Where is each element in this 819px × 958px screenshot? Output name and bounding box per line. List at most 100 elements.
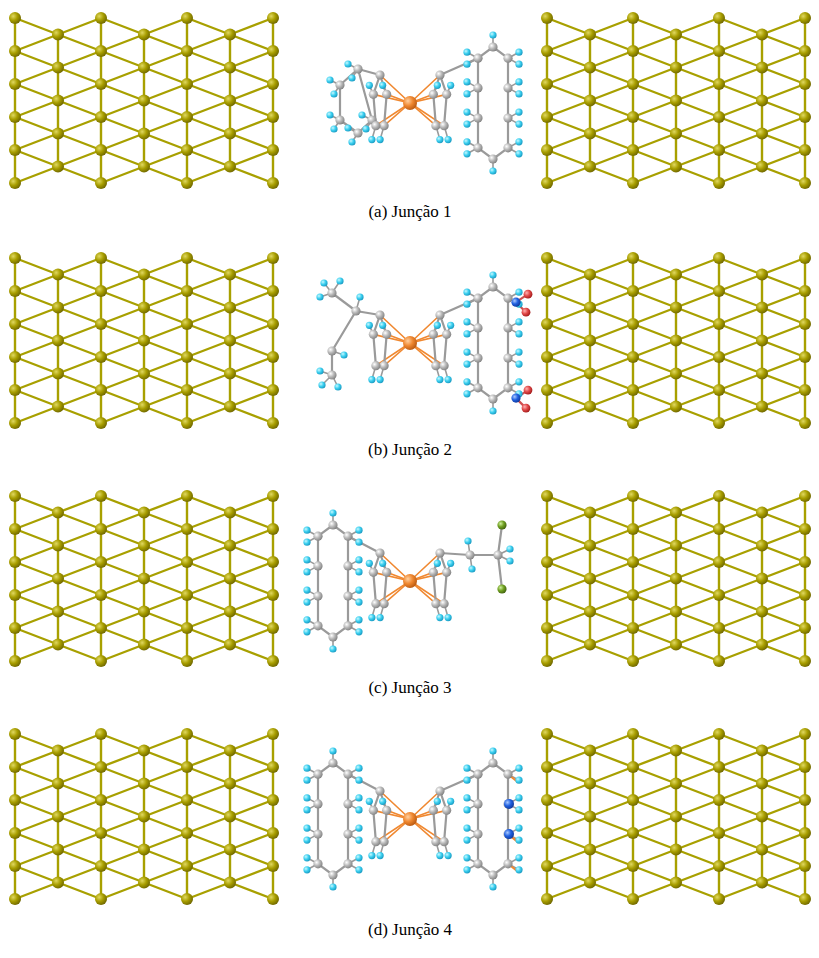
gold-bond: [15, 751, 58, 768]
gold-bond: [187, 150, 230, 167]
gold-bond: [58, 496, 101, 513]
gold-atom: [181, 761, 193, 773]
chemical-bond: [433, 572, 436, 603]
gold-bond: [187, 341, 230, 358]
gold-bond: [230, 595, 273, 612]
gold-bond: [590, 529, 633, 546]
atom-sphere: [447, 82, 454, 89]
gold-bond: [590, 134, 633, 151]
atom-sphere: [440, 361, 449, 370]
gold-atom: [799, 860, 811, 872]
gold-atom: [138, 302, 150, 314]
gold-bond: [762, 883, 805, 900]
gold-atom: [9, 794, 21, 806]
gold-bond: [762, 101, 805, 118]
gold-atom: [52, 877, 64, 889]
atom-sphere: [511, 298, 520, 307]
gold-bond: [15, 562, 58, 579]
atom-sphere: [515, 109, 522, 116]
gold-bond: [144, 117, 187, 134]
gold-bond: [144, 800, 187, 817]
gold-bond: [187, 513, 230, 530]
gold-atom: [713, 728, 725, 740]
gold-atom: [584, 573, 596, 585]
gold-bond: [547, 68, 590, 85]
gold-bond: [15, 258, 58, 275]
atom-sphere: [327, 288, 336, 297]
atom-sphere: [369, 330, 378, 339]
gold-atom: [267, 589, 279, 601]
gold-bond: [187, 275, 230, 292]
gold-bond: [58, 101, 101, 118]
atom-sphere: [503, 770, 512, 779]
gold-bond: [762, 258, 805, 275]
gold-atom: [9, 655, 21, 667]
gold-bond: [547, 101, 590, 118]
atom-sphere: [328, 758, 337, 767]
chemical-bond: [332, 311, 356, 351]
gold-atom: [9, 622, 21, 634]
gold-bond: [633, 496, 676, 513]
atom-sphere: [330, 125, 337, 132]
gold-bond: [676, 751, 719, 768]
gold-bond: [230, 390, 273, 407]
gold-atom: [756, 507, 768, 519]
gold-bond: [187, 734, 230, 751]
gold-bond: [719, 850, 762, 867]
gold-bond: [633, 258, 676, 275]
gold-atom: [138, 507, 150, 519]
atom-sphere: [442, 806, 451, 815]
gold-bond: [719, 800, 762, 817]
gold-bond: [230, 84, 273, 101]
gold-bond: [762, 866, 805, 883]
gold-bond: [676, 357, 719, 374]
gold-bond: [15, 84, 58, 101]
gold-atom: [224, 507, 236, 519]
gold-bond: [187, 258, 230, 275]
gold-bond: [187, 390, 230, 407]
gold-bond: [15, 496, 58, 513]
atom-sphere: [379, 82, 386, 89]
gold-bond: [230, 117, 273, 134]
gold-bond: [58, 407, 101, 424]
gold-bond: [719, 308, 762, 325]
gold-atom: [670, 507, 682, 519]
gold-bond: [144, 562, 187, 579]
gold-bond: [187, 767, 230, 784]
gold-bond: [230, 167, 273, 184]
gold-bond: [633, 35, 676, 52]
atom-sphere: [503, 114, 512, 123]
gold-bond: [762, 645, 805, 662]
gold-bond: [15, 390, 58, 407]
gold-atom: [627, 252, 639, 264]
gold-atom: [799, 144, 811, 156]
atom-sphere: [515, 806, 522, 813]
gold-atom: [267, 45, 279, 57]
gold-atom: [52, 778, 64, 790]
atom-sphere: [515, 318, 522, 325]
gold-bond: [58, 833, 101, 850]
gold-bond: [719, 595, 762, 612]
atom-sphere: [522, 404, 531, 413]
gold-atom: [224, 29, 236, 41]
gold-atom: [181, 523, 193, 535]
gold-bond: [101, 275, 144, 292]
gold-bond: [101, 308, 144, 325]
gold-atom: [224, 745, 236, 757]
atom-sphere: [380, 361, 389, 370]
gold-bond: [547, 579, 590, 596]
gold-atom: [9, 45, 21, 57]
gold-bond: [762, 390, 805, 407]
atom-sphere: [434, 798, 441, 805]
gold-bond: [101, 817, 144, 834]
gold-bond: [15, 800, 58, 817]
gold-bond: [15, 374, 58, 391]
gold-atom: [670, 368, 682, 380]
gold-bond: [101, 35, 144, 52]
gold-atom: [799, 490, 811, 502]
gold-atom: [95, 523, 107, 535]
gold-bond: [144, 734, 187, 751]
gold-bond: [187, 883, 230, 900]
gold-atom: [267, 622, 279, 634]
atom-sphere: [463, 765, 470, 772]
